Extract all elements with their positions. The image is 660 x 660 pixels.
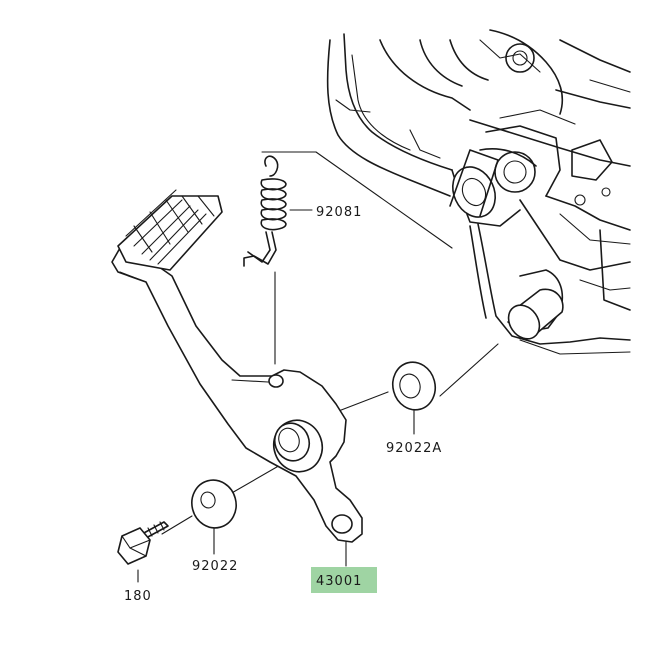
brake-pedal-part [111, 189, 363, 543]
frame-assembly [326, 29, 631, 355]
leader-lines [137, 151, 499, 583]
washer-left-part [191, 479, 237, 529]
part-number-label[interactable]: 180 [124, 589, 152, 604]
return-spring-part [243, 155, 287, 267]
part-number-label[interactable]: 92081 [316, 205, 362, 220]
part-number-label[interactable]: 92022A [386, 441, 442, 456]
part-number-label[interactable]: 43001 [316, 574, 362, 589]
highlight-box [311, 567, 377, 593]
bolt-part [117, 521, 169, 565]
washer-right-part [391, 361, 437, 411]
part-number-label[interactable]: 92022 [192, 559, 238, 574]
